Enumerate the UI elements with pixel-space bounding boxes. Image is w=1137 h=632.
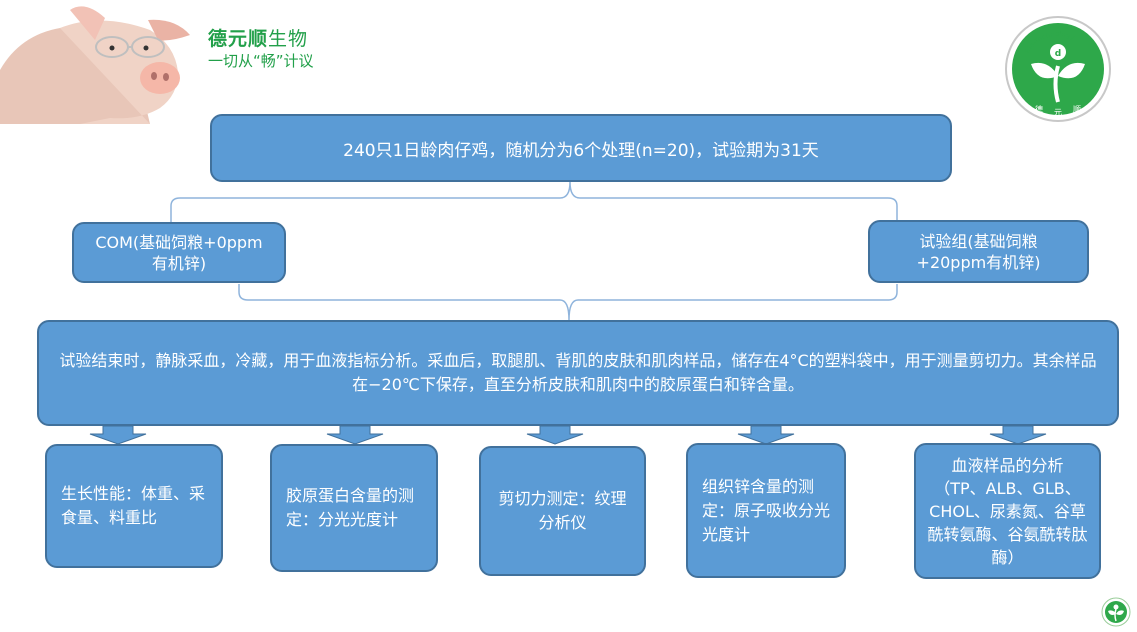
top-brace [170,181,898,222]
measure-box-shear: 剪切力测定：纹理分析仪 [479,446,646,576]
sampling-procedure-box: 试验结束时，静脉采血，冷藏，用于血液指标分析。采血后，取腿肌、背肌的皮肤和肌肉样… [37,320,1119,426]
measure-zinc-text: 组织锌含量的测定：原子吸收分光光度计 [702,476,831,544]
study-design-text: 240只1日龄肉仔鸡，随机分为6个处理(n=20)，试验期为31天 [343,140,819,161]
measure-box-growth: 生长性能：体重、采食量、料重比 [45,444,223,568]
arrow-down-1 [89,425,147,445]
middle-brace [238,284,898,321]
study-design-box: 240只1日龄肉仔鸡，随机分为6个处理(n=20)，试验期为31天 [210,114,952,182]
svg-text:d: d [1055,49,1061,59]
logo-char-1: 德 [1035,104,1043,114]
measure-box-blood: 血液样品的分析（TP、ALB、GLB、CHOL、尿素氮、谷草酰转氨酶、谷氨酰转肽… [914,443,1101,579]
company-logo: Bio-Technology d 德 元 顺 [1005,16,1111,122]
measure-blood-text: 血液样品的分析（TP、ALB、GLB、CHOL、尿素氮、谷草酰转氨酶、谷氨酰转肽… [927,455,1088,567]
sampling-procedure-text: 试验结束时，静脉采血，冷藏，用于血液指标分析。采血后，取腿肌、背肌的皮肤和肌肉样… [59,351,1097,394]
logo-char-3: 顺 [1073,105,1081,114]
small-logo-icon [1101,597,1131,627]
measure-collagen-text: 胶原蛋白含量的测定：分光光度计 [286,486,415,529]
pig-photo [0,0,200,124]
arrow-down-4 [737,425,795,445]
logo-char-2: 元 [1054,108,1062,117]
brand-name-bold: 德元顺 [208,28,269,50]
brand-slogan: 一切从“畅”计议 [208,52,314,70]
treatment-group-text: 试验组(基础饲粮+20ppm有机锌) [916,231,1041,272]
brand-name: 德元顺生物 [208,24,308,51]
treatment-group-box: 试验组(基础饲粮+20ppm有机锌) [868,220,1089,283]
measure-box-collagen: 胶原蛋白含量的测定：分光光度计 [270,444,438,572]
arrow-down-3 [526,425,584,445]
control-group-text: COM(基础饲粮+0ppm有机锌) [95,232,263,273]
arrow-down-2 [326,425,384,445]
measure-box-zinc: 组织锌含量的测定：原子吸收分光光度计 [686,443,846,578]
arrow-down-5 [989,425,1047,445]
measure-shear-text: 剪切力测定：纹理分析仪 [498,489,627,532]
control-group-box: COM(基础饲粮+0ppm有机锌) [72,222,286,283]
brand-name-light: 生物 [268,28,309,50]
measure-growth-text: 生长性能：体重、采食量、料重比 [61,484,206,527]
